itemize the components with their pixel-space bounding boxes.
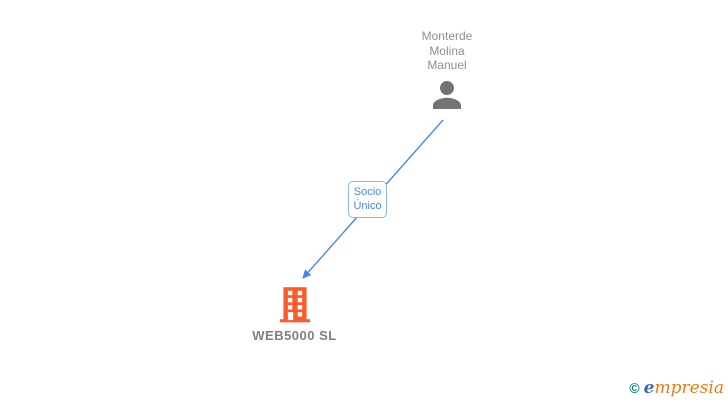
person-name-line: Monterde <box>421 29 473 43</box>
person-icon <box>433 80 461 109</box>
brand-letter-e: e <box>643 378 655 398</box>
building-icon <box>279 287 310 323</box>
person-name-line: Manuel <box>427 58 467 72</box>
copyright-icon: © <box>629 380 640 396</box>
person-name: Monterde Molina Manuel <box>422 29 473 73</box>
company-node[interactable]: WEB5000 SL <box>234 287 355 343</box>
edge-label-line: Único <box>353 200 382 212</box>
brand-name-rest: mpresia <box>654 378 725 398</box>
edge-label-line: Socio <box>353 186 382 198</box>
edge-label-socio-unico[interactable]: Socio Único <box>348 181 387 218</box>
arrowhead-icon <box>302 269 312 279</box>
person-name-line: Molina <box>429 43 465 58</box>
person-node[interactable]: Monterde Molina Manuel <box>382 29 512 116</box>
brand-wordmark: empresia <box>644 378 724 398</box>
company-name: WEB5000 SL <box>252 328 337 343</box>
empresia-logo[interactable]: © empresia <box>629 378 724 398</box>
